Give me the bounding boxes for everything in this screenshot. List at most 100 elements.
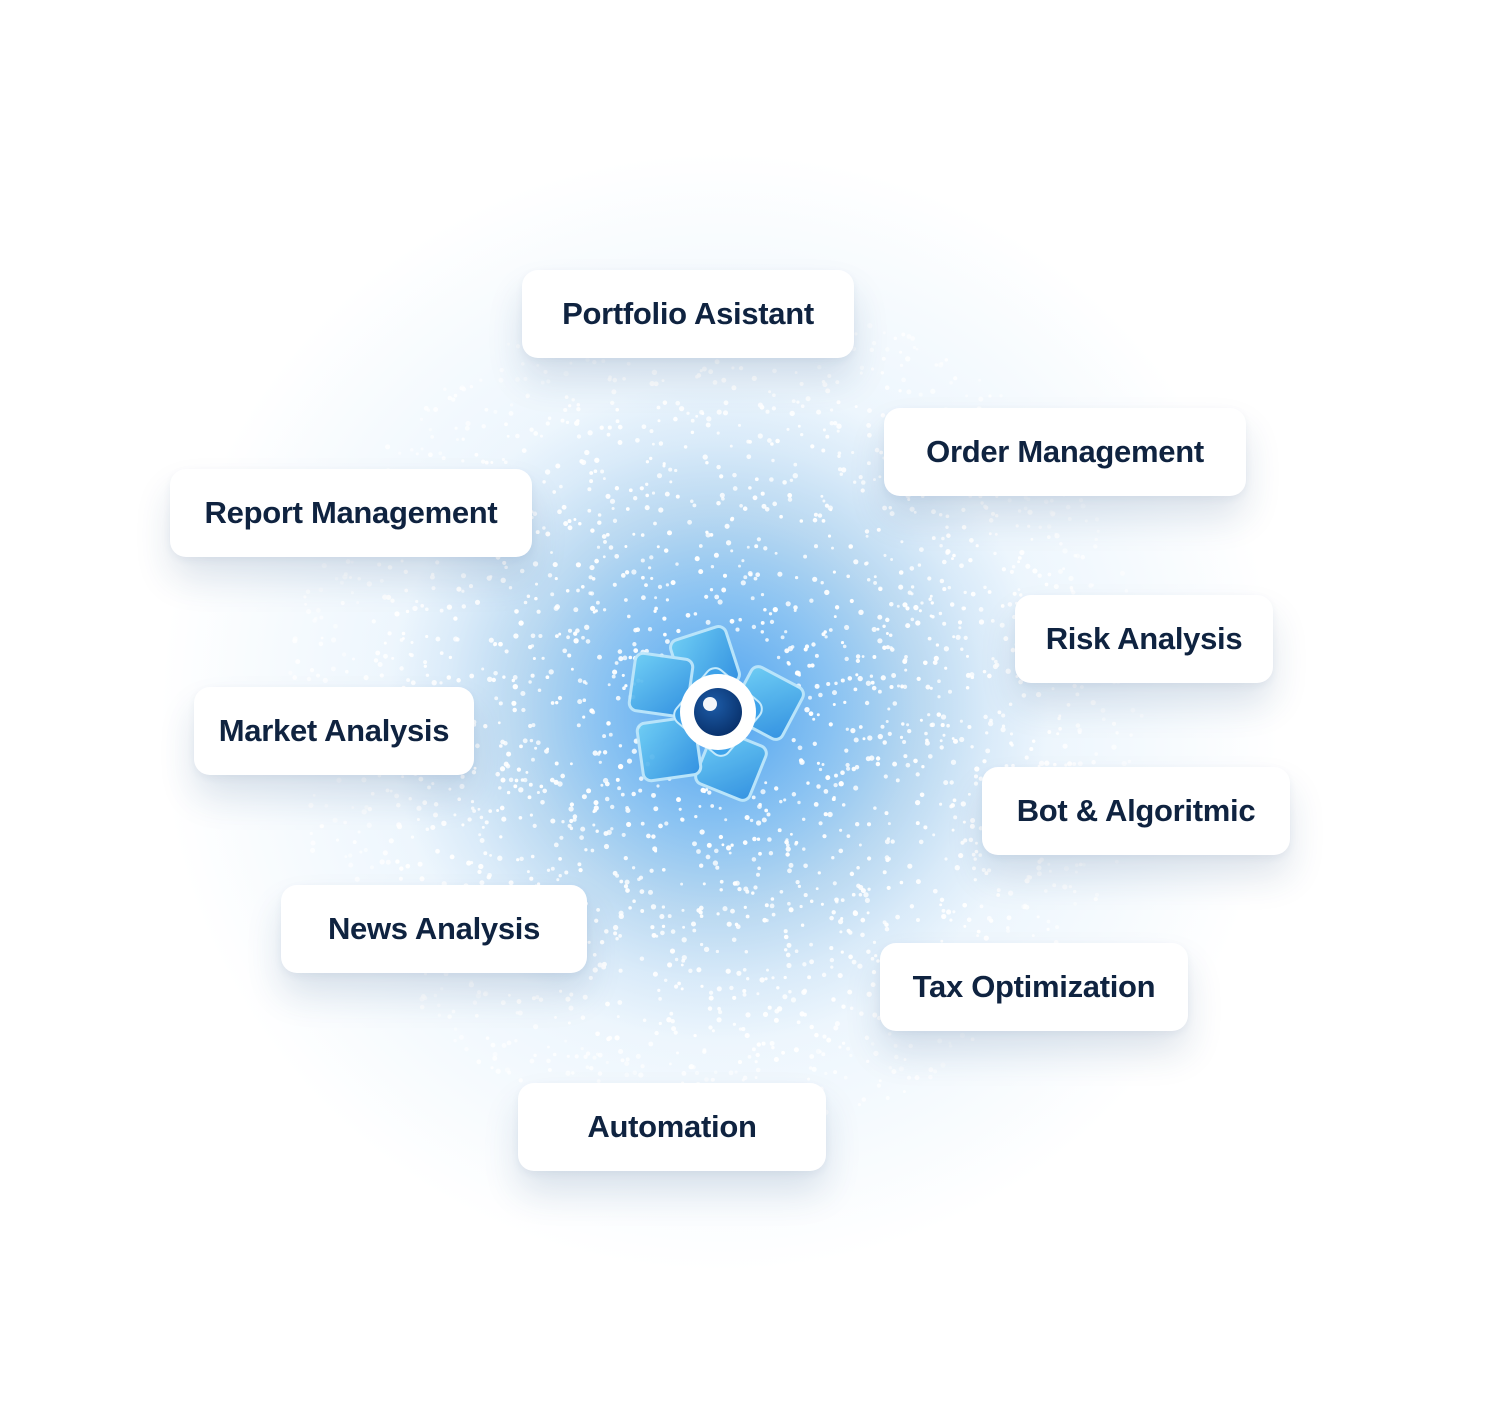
card-news-analysis[interactable]: News Analysis	[281, 885, 587, 973]
particle-dot	[815, 1048, 822, 1055]
particle-dot	[769, 619, 775, 625]
particle-dot	[1001, 724, 1006, 728]
particle-dot	[650, 904, 657, 910]
particle-dot	[846, 574, 851, 579]
particle-dot	[931, 509, 936, 515]
particle-dot	[960, 647, 964, 651]
particle-dot	[700, 787, 706, 793]
particle-dot	[976, 929, 981, 934]
particle-dot	[1039, 857, 1044, 862]
particle-dot	[965, 672, 971, 678]
particle-dot	[821, 972, 827, 978]
particle-dot	[585, 1051, 591, 1056]
particle-dot	[931, 536, 936, 541]
particle-dot	[967, 724, 972, 730]
particle-dot	[587, 430, 593, 436]
particle-dot	[719, 474, 724, 479]
particle-dot	[810, 663, 815, 668]
card-tax-optimization[interactable]: Tax Optimization	[880, 943, 1188, 1031]
card-risk-analysis[interactable]: Risk Analysis	[1015, 595, 1273, 683]
particle-dot	[668, 467, 673, 472]
particle-dot	[910, 592, 914, 596]
particle-dot	[882, 505, 888, 511]
particle-dot	[873, 1050, 879, 1057]
card-automation[interactable]: Automation	[518, 1083, 826, 1171]
particle-dot	[1080, 685, 1084, 689]
particle-dot	[404, 588, 409, 593]
particle-dot	[534, 746, 538, 750]
particle-dot	[501, 457, 505, 462]
card-label: Order Management	[926, 434, 1204, 469]
particle-dot	[661, 379, 665, 383]
card-market-analysis[interactable]: Market Analysis	[194, 687, 474, 775]
particle-dot	[572, 814, 578, 819]
particle-dot	[477, 807, 481, 811]
particle-dot	[443, 387, 447, 391]
particle-dot	[456, 678, 461, 683]
particle-dot	[502, 560, 507, 565]
particle-dot	[919, 792, 925, 798]
particle-dot	[1046, 524, 1052, 529]
particle-dot	[487, 676, 493, 682]
particle-dot	[846, 766, 851, 771]
particle-dot	[564, 870, 569, 875]
card-report-management[interactable]: Report Management	[170, 469, 532, 557]
particle-dot	[441, 456, 446, 461]
particle-dot	[794, 840, 799, 845]
particle-dot	[855, 673, 859, 677]
particle-dot	[837, 451, 842, 455]
card-order-management[interactable]: Order Management	[884, 408, 1246, 496]
particle-dot	[808, 1066, 813, 1070]
particle-dot	[816, 409, 822, 415]
particle-dot	[615, 695, 621, 701]
particle-dot	[616, 1015, 620, 1019]
particle-dot	[921, 765, 925, 769]
particle-dot	[521, 362, 525, 366]
particle-dot	[905, 606, 910, 611]
particle-dot	[861, 480, 866, 485]
particle-dot	[882, 645, 887, 650]
particle-dot	[870, 982, 876, 988]
particle-dot	[859, 365, 865, 371]
particle-dot	[699, 369, 703, 373]
particle-dot	[1017, 509, 1022, 513]
particle-dot	[586, 788, 592, 794]
particle-dot	[711, 1029, 715, 1033]
particle-dot	[795, 670, 801, 676]
particle-dot	[951, 557, 954, 561]
particle-dot	[426, 408, 431, 412]
particle-dot	[607, 377, 612, 382]
particle-dot	[513, 633, 519, 639]
card-portfolio-asistant[interactable]: Portfolio Asistant	[522, 270, 854, 358]
particle-dot	[469, 385, 474, 389]
particle-dot	[755, 1067, 761, 1073]
particle-dot	[399, 866, 404, 871]
particle-dot	[568, 404, 572, 408]
particle-dot	[1017, 588, 1021, 591]
particle-dot	[776, 655, 781, 660]
particle-dot	[514, 1039, 518, 1043]
particle-dot	[606, 721, 611, 726]
particle-dot	[1058, 726, 1062, 731]
particle-dot	[350, 560, 354, 564]
particle-dot	[915, 879, 921, 885]
particle-dot	[390, 598, 395, 603]
particle-dot	[820, 902, 824, 906]
card-bot-algoritmic[interactable]: Bot & Algoritmic	[982, 767, 1290, 855]
particle-dot	[1056, 732, 1060, 736]
particle-dot	[1051, 687, 1055, 691]
particle-dot	[896, 604, 900, 608]
particle-dot	[1035, 691, 1042, 698]
particle-dot	[483, 724, 488, 729]
particle-dot	[1094, 892, 1100, 897]
card-label: Market Analysis	[218, 713, 450, 748]
particle-dot	[833, 421, 838, 426]
particle-dot	[439, 608, 444, 613]
particle-dot	[602, 608, 607, 612]
hub-logo[interactable]	[618, 612, 818, 812]
particle-dot	[547, 416, 552, 420]
particle-dot	[420, 993, 426, 1000]
particle-dot	[593, 469, 598, 474]
particle-dot	[721, 377, 727, 383]
particle-dot	[742, 992, 747, 997]
